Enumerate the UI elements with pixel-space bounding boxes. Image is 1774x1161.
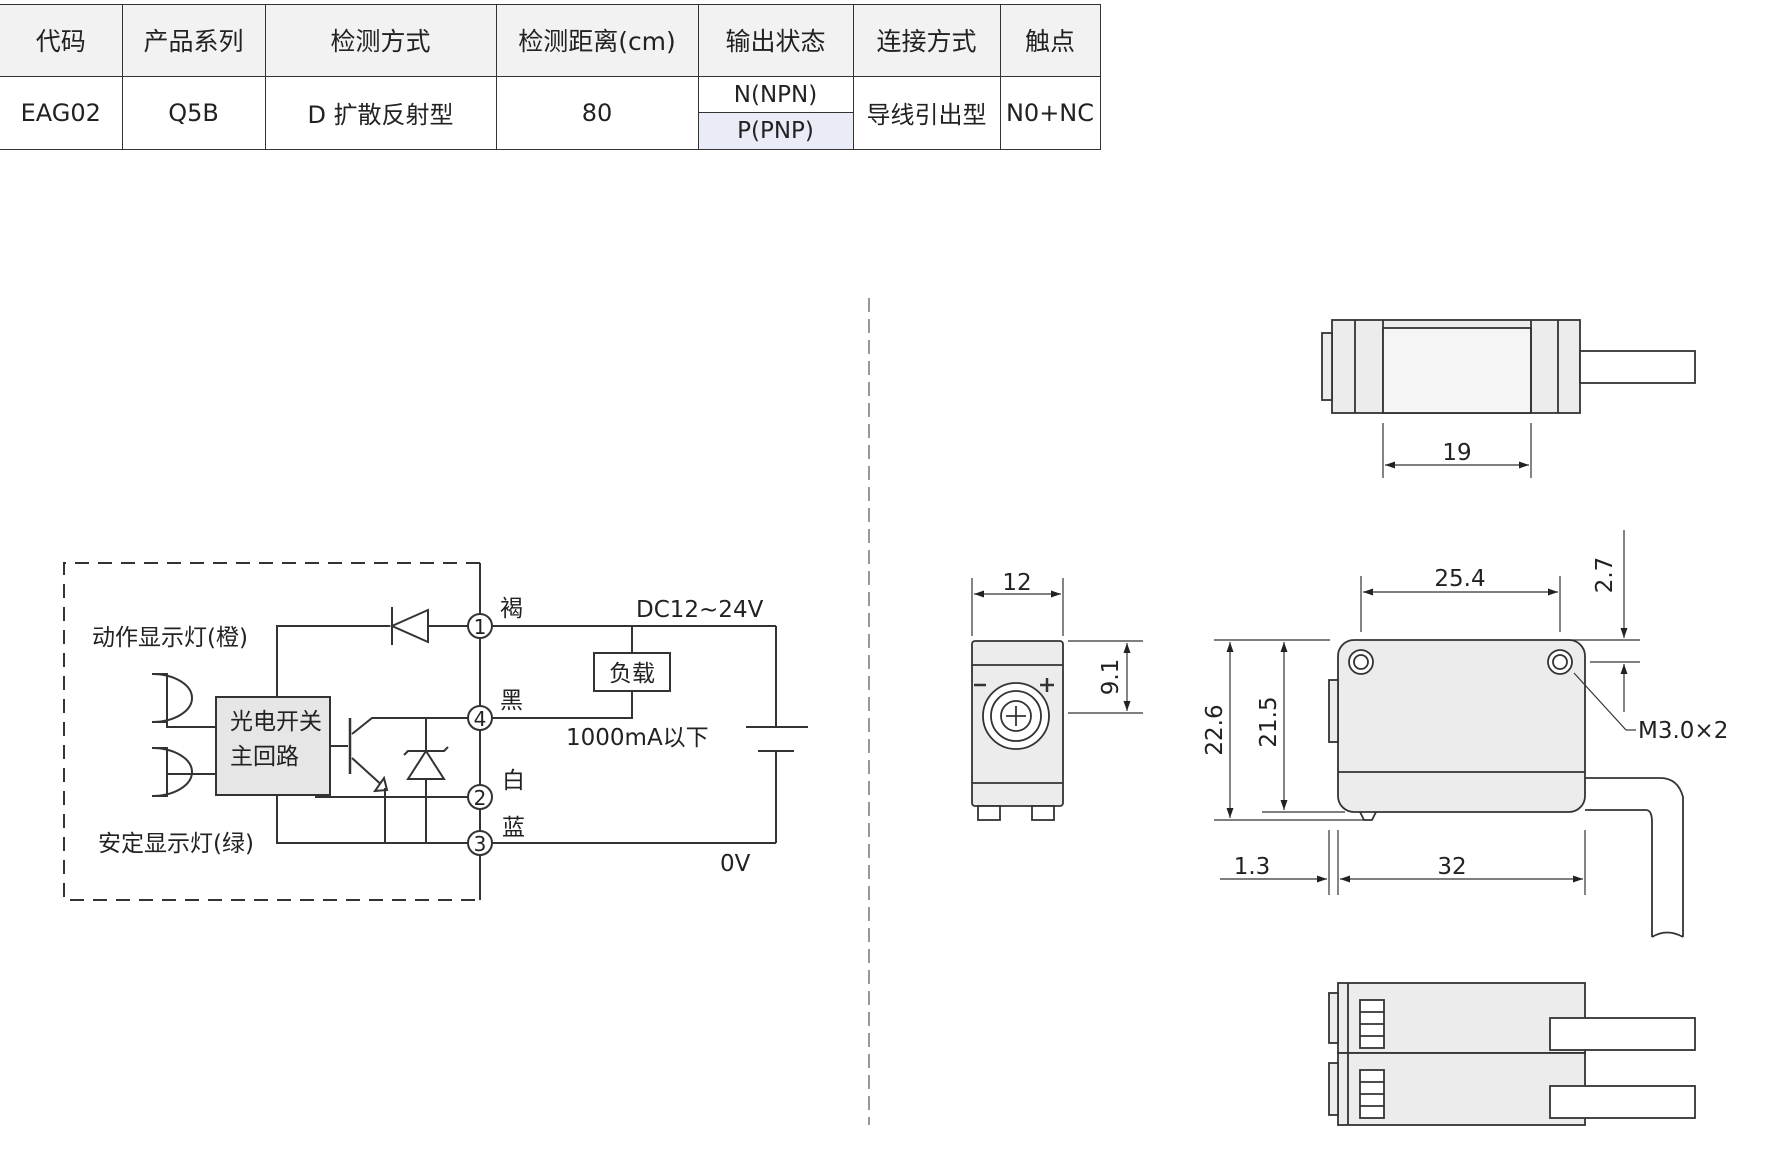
pin-3-terminal	[467, 830, 493, 856]
table-row: EAG02 Q5B D 扩散反射型 80 N(NPN) 导线引出型 N0+NC	[0, 75, 1101, 151]
stable-lamp-icon	[151, 747, 193, 797]
front-view	[1328, 639, 1684, 938]
pin-2-label: 2	[474, 786, 487, 810]
cell-code: EAG02	[0, 75, 123, 151]
table-header-row: 代码 产品系列 检测方式 检测距离(cm) 输出状态 连接方式 触点	[0, 4, 1101, 77]
dim-body-height: 21.5	[1256, 696, 1282, 747]
cell-output-pnp: P(PNP)	[697, 112, 854, 150]
pin-2-terminal	[467, 784, 493, 810]
main-circuit-box	[215, 696, 331, 796]
supply-label: DC12~24V	[636, 597, 764, 623]
header-method: 检测方式	[264, 4, 497, 77]
header-connection: 连接方式	[852, 4, 1001, 77]
dim-side-height: 9.1	[1098, 659, 1124, 696]
dim-front-length: 32	[1437, 854, 1466, 880]
dimension-labels: 19 12 9.1 25.4 2.7 22.6 21.5 M3.0×2 1.3 …	[1002, 440, 1728, 880]
dim-hole-pitch: 25.4	[1434, 566, 1485, 592]
dim-top-offset: 2.7	[1592, 557, 1618, 594]
header-code: 代码	[0, 4, 123, 77]
front-view-dimensions	[1214, 530, 1640, 895]
cell-connection: 导线引出型	[852, 75, 1001, 151]
cell-method: D 扩散反射型	[264, 75, 497, 151]
dim-lens-offset: 1.3	[1234, 854, 1271, 880]
sensor-enclosure	[63, 562, 480, 901]
pin-3-label: 3	[474, 832, 487, 856]
wiring-labels: 1 4 2 3 动作显示灯(橙) 安定显示灯(绿) 光电开关 主回路 褐 黑 白…	[92, 596, 764, 877]
wiring-diagram	[63, 562, 808, 901]
action-lamp-icon	[151, 673, 193, 723]
header-distance: 检测距离(cm)	[495, 4, 699, 77]
zero-volt-label: 0V	[720, 851, 751, 877]
main-circuit-label-1: 光电开关	[230, 709, 322, 735]
mount-hole-right	[1547, 649, 1573, 675]
pin-1-label: 1	[474, 615, 487, 639]
dim-top-width: 19	[1442, 440, 1471, 466]
load-current-label: 1000mA以下	[566, 725, 709, 751]
cell-contact: N0+NC	[999, 75, 1101, 151]
mount-hole-left	[1348, 649, 1374, 675]
wire-white-label: 白	[502, 768, 525, 794]
action-lamp-label: 动作显示灯(橙)	[92, 625, 248, 651]
spec-table: 代码 产品系列 检测方式 检测距离(cm) 输出状态 连接方式 触点 EAG02…	[0, 4, 1101, 151]
cell-output-npn: N(NPN)	[697, 75, 854, 114]
cell-series: Q5B	[121, 75, 266, 151]
wire-black-label: 黑	[500, 688, 523, 714]
cell-distance: 80	[495, 75, 699, 151]
top-view-dimension	[1382, 423, 1532, 478]
main-circuit-label-2: 主回路	[230, 744, 299, 770]
zener-icon	[406, 749, 446, 780]
pin-4-terminal	[467, 705, 493, 731]
side-view	[971, 640, 1064, 821]
table-row-sub: P(PNP)	[0, 112, 1100, 150]
top-view	[1321, 319, 1696, 414]
load-box	[593, 652, 671, 692]
front-cable	[1585, 777, 1684, 937]
wire-blue-label: 蓝	[502, 815, 525, 841]
diode-icon	[389, 608, 429, 644]
sensor-drawings	[971, 319, 1696, 1126]
pin-1-terminal	[467, 613, 493, 639]
dim-side-width: 12	[1002, 570, 1031, 596]
dim-mount-holes: M3.0×2	[1638, 718, 1728, 744]
bottom-view	[1328, 982, 1696, 1126]
side-view-dimensions	[971, 578, 1143, 714]
stable-lamp-label: 安定显示灯(绿)	[98, 831, 254, 857]
wire-brown-label: 褐	[500, 596, 523, 622]
header-output: 输出状态	[697, 4, 854, 77]
header-contact: 触点	[999, 4, 1101, 77]
load-label: 负载	[609, 661, 655, 687]
dim-total-height: 22.6	[1202, 704, 1228, 755]
pin-4-label: 4	[474, 707, 487, 731]
